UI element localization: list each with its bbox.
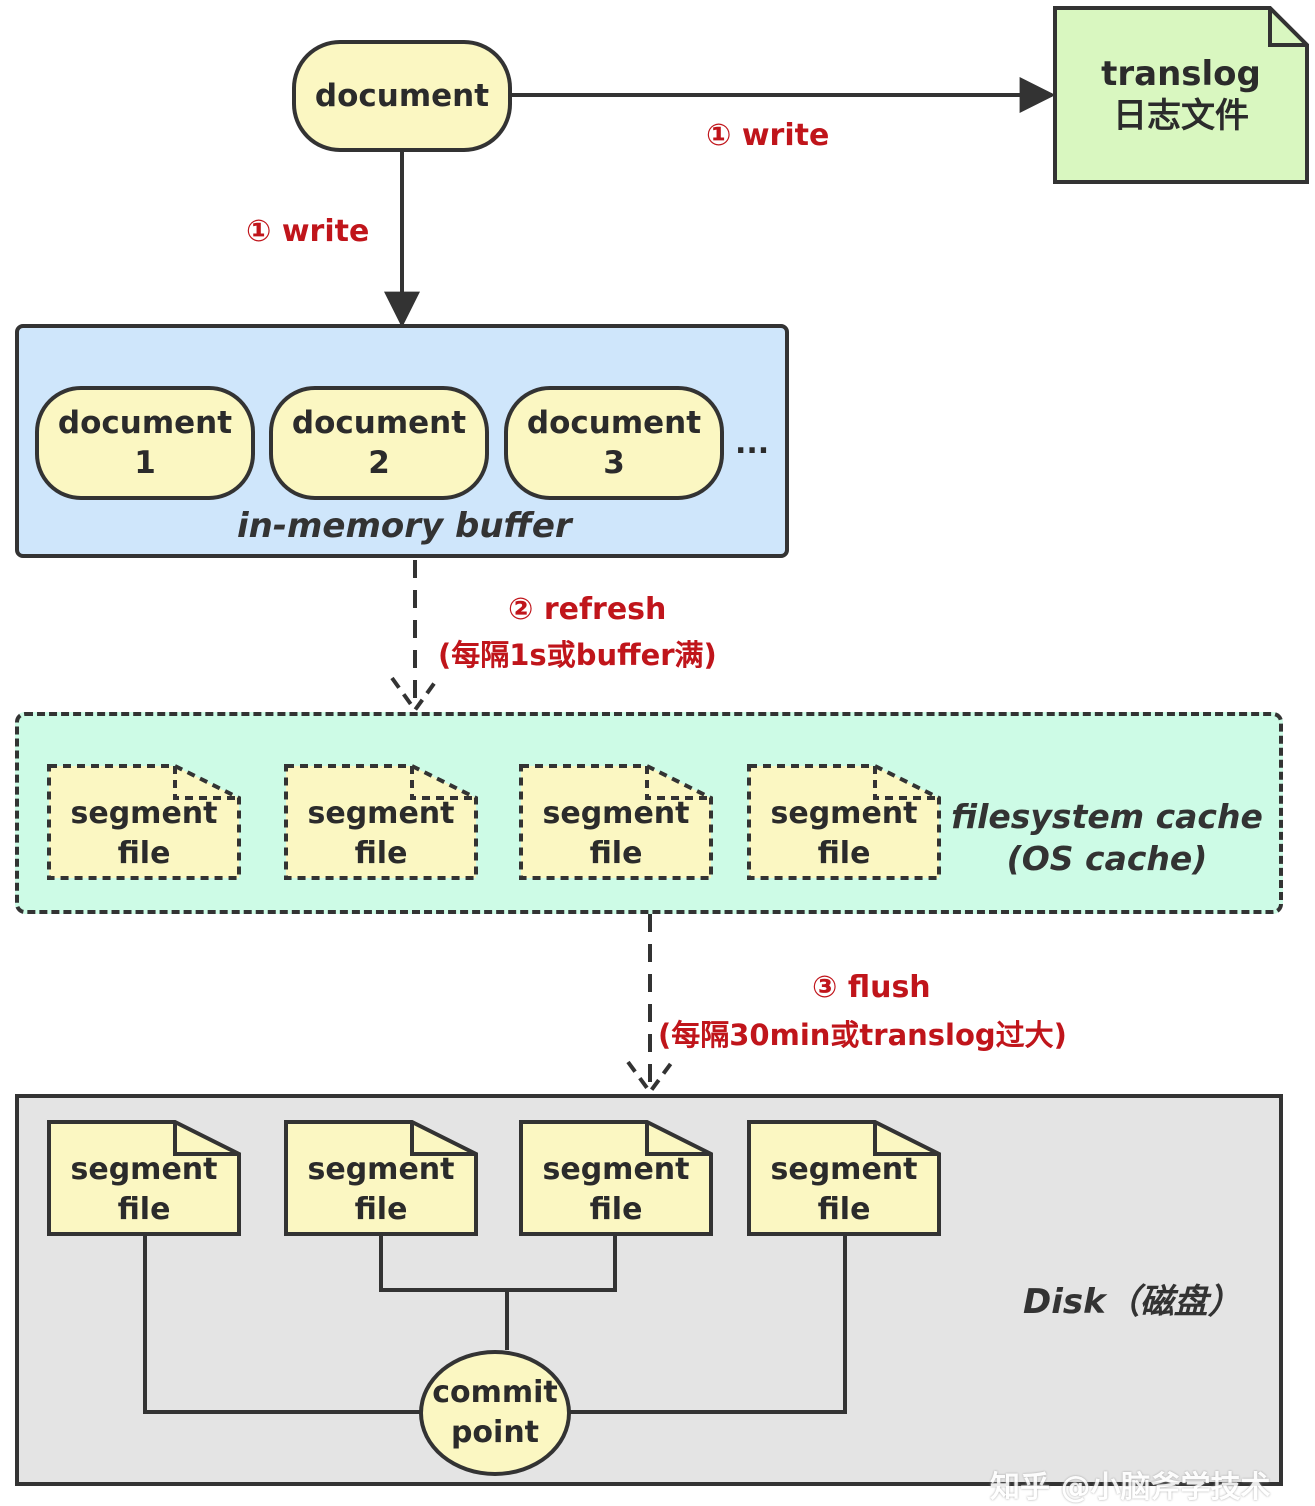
buffer-ellipsis: ... — [735, 426, 770, 461]
commit-point-node: commit point — [419, 1350, 571, 1476]
translog-note-shape — [1053, 6, 1309, 184]
translog-node: translog 日志文件 — [1052, 5, 1310, 185]
connector-segment-1-to-commit — [143, 1236, 421, 1414]
in-memory-buffer: document 1 document 2 document 3 ... in-… — [15, 324, 789, 558]
disk-title: Disk（磁盘） — [1023, 1282, 1242, 1322]
buffer-document-3: document 3 — [504, 386, 724, 500]
disk-segment-shape — [519, 1120, 713, 1236]
refresh-condition-label: (每隔1s或buffer满) — [438, 638, 717, 672]
connector-segment-4-to-commit — [569, 1236, 847, 1414]
commit-connector-layer — [143, 1236, 847, 1414]
arrow-flush-head — [626, 1060, 674, 1096]
write-down-label: ① write — [246, 214, 370, 249]
point-label: point — [450, 1415, 540, 1450]
cache-title: filesystem cache — [951, 797, 1263, 836]
buffer-title: in-memory buffer — [237, 506, 572, 546]
cache-subtitle: (OS cache) — [1006, 839, 1208, 878]
disk-segment-shape — [47, 1120, 241, 1236]
refresh-label: ② refresh — [508, 592, 667, 627]
commit-label: commit — [432, 1375, 558, 1410]
top-document-label: document — [314, 78, 490, 114]
translog-title: translog — [1101, 54, 1261, 94]
cache-segment-shape — [747, 764, 941, 880]
buffer-document-2: document 2 — [269, 386, 489, 500]
arrow-refresh-head — [390, 676, 440, 714]
translog-subtitle: 日志文件 — [1113, 96, 1249, 136]
connector-segment-2-3-to-commit — [379, 1236, 617, 1350]
top-document-node: document — [292, 40, 512, 152]
disk-segment-shape — [747, 1120, 941, 1236]
watermark: 知乎 @小脑斧学技术 — [990, 1470, 1271, 1505]
flush-label: ③ flush — [812, 970, 931, 1005]
write-right-label: ① write — [706, 118, 830, 153]
cache-segment-shape — [519, 764, 713, 880]
disk-segment-shape — [284, 1120, 478, 1236]
cache-segment-shape — [47, 764, 241, 880]
cache-segment-shape — [284, 764, 478, 880]
buffer-document-1: document 1 — [35, 386, 255, 500]
flush-condition-label: (每隔30min或translog过大) — [658, 1018, 1067, 1052]
